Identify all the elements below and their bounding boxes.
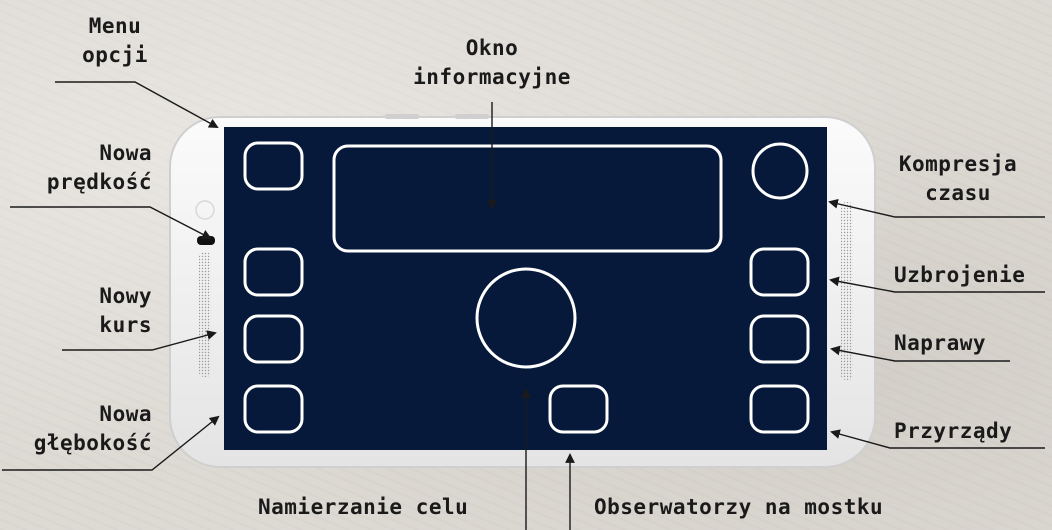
phone-side-button bbox=[385, 114, 419, 119]
label-uzbrojenie: Uzbrojenie bbox=[894, 263, 1026, 287]
phone-side-button bbox=[455, 114, 489, 119]
label-przyrzady: Przyrządy bbox=[894, 419, 1013, 443]
options-menu-button[interactable] bbox=[243, 141, 304, 191]
label-line: Nowy bbox=[99, 284, 152, 308]
proximity-sensor bbox=[195, 200, 215, 220]
label-naprawy: Naprawy bbox=[894, 331, 987, 355]
label-line: Kompresja bbox=[898, 152, 1018, 176]
leader-naprawy bbox=[830, 345, 1010, 362]
leader-kompresja-czasu bbox=[828, 198, 1045, 218]
label-nowa-glebokosc: Nowa głębokość bbox=[0, 400, 152, 458]
label-line: kurs bbox=[99, 313, 152, 337]
label-line: czasu bbox=[925, 181, 991, 205]
label-nowa-predkosc: Nowa prędkość bbox=[0, 139, 152, 197]
new-course-button[interactable] bbox=[243, 314, 304, 364]
label-namierzanie-celu: Namierzanie celu bbox=[258, 495, 469, 519]
info-window bbox=[332, 144, 723, 253]
speaker-grille-right bbox=[841, 202, 853, 380]
label-line: Nowa bbox=[99, 402, 152, 426]
weapons-button[interactable] bbox=[749, 247, 810, 297]
targeting-button[interactable] bbox=[475, 267, 577, 369]
bridge-observers-button[interactable] bbox=[548, 384, 609, 434]
label-okno-informacyjne: Okno informacyjne bbox=[392, 34, 592, 92]
leader-nowa-glebokosc bbox=[2, 415, 220, 471]
label-line: opcji bbox=[82, 43, 148, 67]
instruments-button[interactable] bbox=[749, 384, 810, 434]
label-nowy-kurs: Nowy kurs bbox=[0, 282, 152, 340]
new-speed-button[interactable] bbox=[243, 247, 304, 297]
label-line: Okno bbox=[465, 36, 519, 60]
leader-nowy-kurs bbox=[62, 330, 217, 351]
label-line: Nowa bbox=[99, 141, 152, 165]
leader-uzbrojenie bbox=[829, 276, 1045, 293]
label-menu-opcji: Menu opcji bbox=[60, 12, 170, 70]
leader-menu-opcji bbox=[55, 81, 219, 128]
label-line: informacyjne bbox=[413, 65, 571, 89]
label-line: prędkość bbox=[46, 170, 152, 194]
repairs-button[interactable] bbox=[749, 314, 810, 364]
label-line: głębokość bbox=[33, 431, 152, 455]
label-obserwatorzy: Obserwatorzy na mostku bbox=[594, 495, 884, 519]
leader-nowa-predkosc bbox=[10, 206, 212, 239]
label-line: Menu bbox=[88, 14, 142, 38]
leader-przyrzady bbox=[830, 429, 1045, 449]
new-depth-button[interactable] bbox=[243, 384, 304, 434]
time-compression-button[interactable] bbox=[751, 142, 809, 200]
front-camera bbox=[197, 236, 215, 245]
label-kompresja-czasu: Kompresja czasu bbox=[888, 150, 1028, 208]
speaker-grille-left bbox=[199, 252, 211, 377]
